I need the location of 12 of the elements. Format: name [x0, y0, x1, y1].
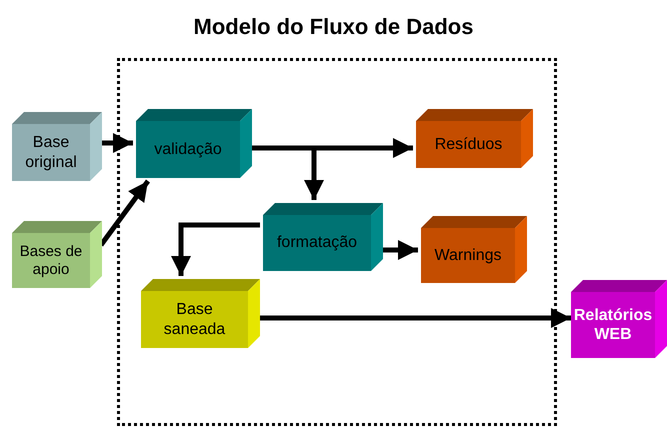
block-label: Warnings	[434, 246, 502, 266]
block-label: Resíduos	[434, 134, 502, 154]
arrow	[102, 133, 133, 153]
arrow	[171, 222, 260, 276]
block-label: Base saneada	[162, 300, 226, 339]
block-label: validação	[154, 140, 222, 160]
block-label: Relatórios WEB	[572, 306, 654, 344]
block-label: Bases de apoio	[19, 242, 83, 278]
block-label: Base original	[24, 133, 78, 172]
block-label: formatação	[276, 233, 358, 253]
diagram-title: Modelo do Fluxo de Dados	[194, 13, 474, 41]
dotted-boundary-box	[117, 58, 557, 426]
